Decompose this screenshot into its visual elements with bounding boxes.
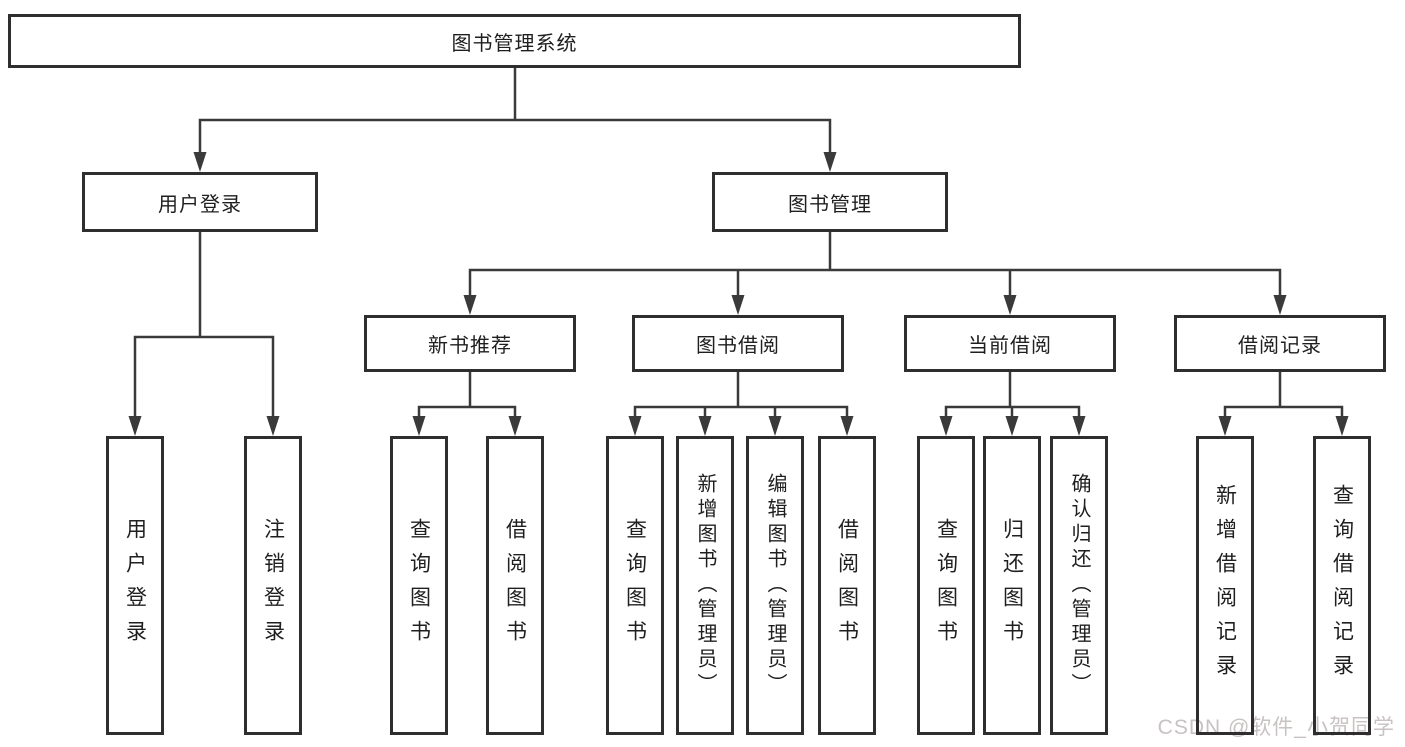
- branch-book-borrow: [628, 372, 854, 436]
- node-borrow-records-label: 借阅记录: [1238, 335, 1322, 357]
- leaf-nb-query-books-label: 查询图书: [407, 517, 431, 654]
- arrowhead-down-icon: [840, 416, 854, 436]
- leaf-cb-return-books-label: 归还图书: [1000, 517, 1024, 654]
- node-root: 图书管理系统: [8, 14, 1021, 68]
- node-user-login-label: 用户登录: [158, 193, 242, 216]
- arrowhead-down-icon: [1072, 416, 1086, 436]
- node-current-borrow-label: 当前借阅: [968, 335, 1052, 357]
- node-borrow-records: 借阅记录: [1174, 315, 1386, 372]
- leaf-br-add-record-label: 新增借阅记录: [1213, 483, 1237, 688]
- branch-current-borrow: [939, 372, 1086, 436]
- arrowhead-down-icon: [463, 295, 477, 315]
- leaf-bb-add-books-admin-label: 新增图书（管理员）: [694, 473, 716, 698]
- leaf-user-login: 用户登录: [106, 436, 164, 735]
- leaf-bb-edit-books-admin-label: 编辑图书（管理员）: [764, 473, 786, 698]
- arrowhead-down-icon: [412, 416, 426, 436]
- leaf-bb-borrow-books: 借阅图书: [818, 436, 876, 735]
- branch-borrow-records: [1218, 372, 1349, 436]
- leaf-cb-confirm-return-admin-label: 确认归还（管理员）: [1068, 473, 1090, 698]
- leaf-logout-label: 注销登录: [261, 517, 285, 654]
- node-new-book-recommend: 新书推荐: [364, 315, 576, 372]
- leaf-cb-query-books-label: 查询图书: [934, 517, 958, 654]
- node-root-label: 图书管理系统: [451, 32, 578, 55]
- node-book-borrow-label: 图书借阅: [696, 335, 780, 357]
- leaf-user-login-label: 用户登录: [123, 517, 147, 654]
- node-new-book-recommend-label: 新书推荐: [428, 335, 512, 357]
- arrowhead-down-icon: [628, 416, 642, 436]
- arrowhead-down-icon: [508, 416, 522, 436]
- arrowhead-down-icon: [1218, 416, 1232, 436]
- arrowhead-down-icon: [698, 416, 712, 436]
- arrowhead-down-icon: [731, 295, 745, 315]
- arrowhead-down-icon: [939, 416, 953, 436]
- branch-user-login: [128, 232, 280, 436]
- branch-book-management: [463, 232, 1287, 315]
- leaf-nb-borrow-books: 借阅图书: [486, 436, 544, 735]
- leaf-bb-add-books-admin: 新增图书（管理员）: [676, 436, 734, 735]
- node-current-borrow: 当前借阅: [904, 315, 1116, 372]
- branch-new-book-recommend: [412, 372, 522, 436]
- leaf-logout: 注销登录: [244, 436, 302, 735]
- branch-root: [193, 68, 837, 172]
- node-book-management: 图书管理: [712, 172, 948, 232]
- leaf-bb-query-books-label: 查询图书: [623, 517, 647, 654]
- arrowhead-down-icon: [1003, 295, 1017, 315]
- arrowhead-down-icon: [1005, 416, 1019, 436]
- arrowhead-down-icon: [266, 416, 280, 436]
- leaf-br-add-record: 新增借阅记录: [1196, 436, 1254, 735]
- leaf-bb-borrow-books-label: 借阅图书: [835, 517, 859, 654]
- leaf-bb-query-books: 查询图书: [606, 436, 664, 735]
- leaf-cb-confirm-return-admin: 确认归还（管理员）: [1050, 436, 1108, 735]
- leaf-br-query-record-label: 查询借阅记录: [1330, 483, 1354, 688]
- leaf-nb-borrow-books-label: 借阅图书: [503, 517, 527, 654]
- arrowhead-down-icon: [823, 152, 837, 172]
- leaf-cb-return-books: 归还图书: [983, 436, 1041, 735]
- leaf-cb-query-books: 查询图书: [917, 436, 975, 735]
- node-book-borrow: 图书借阅: [632, 315, 844, 372]
- arrowhead-down-icon: [193, 152, 207, 172]
- leaf-bb-edit-books-admin: 编辑图书（管理员）: [746, 436, 804, 735]
- arrowhead-down-icon: [128, 416, 142, 436]
- leaf-nb-query-books: 查询图书: [390, 436, 448, 735]
- arrowhead-down-icon: [768, 416, 782, 436]
- arrowhead-down-icon: [1273, 295, 1287, 315]
- node-user-login: 用户登录: [82, 172, 318, 232]
- node-book-management-label: 图书管理: [788, 193, 872, 216]
- arrowhead-down-icon: [1335, 416, 1349, 436]
- leaf-br-query-record: 查询借阅记录: [1313, 436, 1371, 735]
